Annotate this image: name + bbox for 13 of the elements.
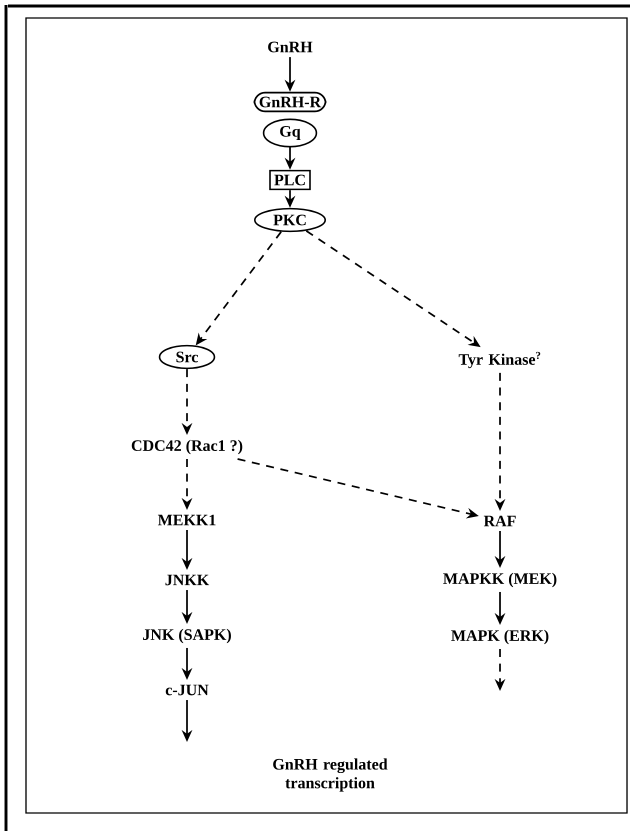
protein-label: MAPK (ERK) — [451, 630, 548, 644]
protein-label: JNK (SAPK) — [143, 628, 231, 644]
protein-label: CDC42 (Rac1 ?) — [132, 440, 242, 454]
protein-label: RAF — [484, 516, 516, 526]
protein-label: Tyr Kinase$^{?}$ — [458, 352, 540, 368]
receptor-box: GnRH-R — [254, 92, 326, 112]
protein-label: GnRH — [268, 42, 312, 52]
protein-label: c-JUN — [166, 684, 209, 696]
protein-label: MEKK1 — [158, 514, 216, 526]
enzyme-box: PLC — [269, 170, 311, 190]
protein-label: GnRH regulated transcription — [273, 758, 388, 792]
protein-label: JNKK — [166, 574, 210, 586]
protein-label: MAPKK (MEK) — [443, 572, 556, 588]
